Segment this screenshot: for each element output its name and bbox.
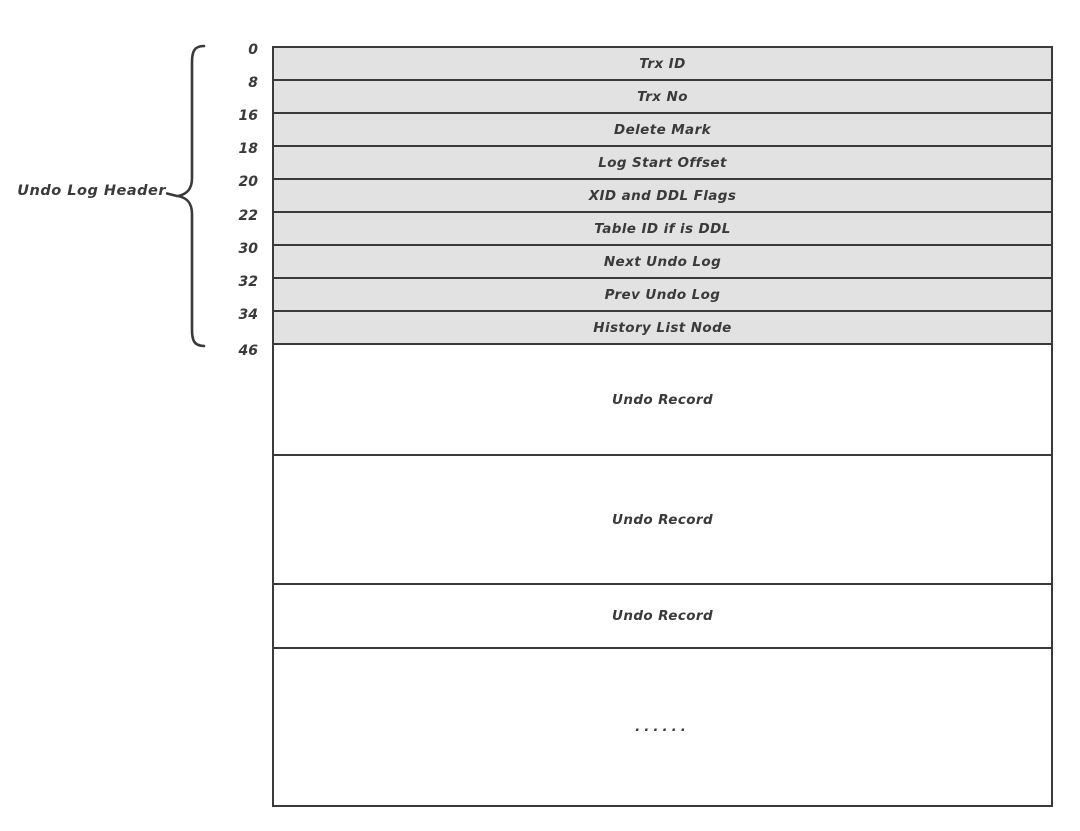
field-row-table-id: Table ID if is DDL bbox=[274, 213, 1051, 246]
offset-label-22: 22 bbox=[238, 208, 258, 224]
offset-label-0: 0 bbox=[248, 42, 258, 58]
curly-brace-icon bbox=[166, 44, 206, 348]
undo-record-row-3: Undo Record bbox=[274, 585, 1051, 649]
field-row-log-start-offset: Log Start Offset bbox=[274, 147, 1051, 180]
ellipsis-row: ...... bbox=[274, 649, 1051, 805]
undo-record-row-2: Undo Record bbox=[274, 456, 1051, 585]
offset-label-16: 16 bbox=[238, 108, 258, 124]
offset-label-30: 30 bbox=[238, 241, 258, 257]
field-row-prev-undo-log: Prev Undo Log bbox=[274, 279, 1051, 312]
field-row-trx-no: Trx No bbox=[274, 81, 1051, 114]
offset-label-20: 20 bbox=[238, 174, 258, 190]
offset-label-8: 8 bbox=[248, 75, 258, 91]
field-row-history-list-node: History List Node bbox=[274, 312, 1051, 345]
undo-log-header-label: Undo Log Header bbox=[17, 183, 166, 199]
offset-label-46: 46 bbox=[238, 343, 258, 359]
offset-label-34: 34 bbox=[238, 307, 258, 323]
undo-log-box: Trx ID Trx No Delete Mark Log Start Offs… bbox=[272, 46, 1053, 807]
offset-label-18: 18 bbox=[238, 141, 258, 157]
field-row-delete-mark: Delete Mark bbox=[274, 114, 1051, 147]
undo-record-row-1: Undo Record bbox=[274, 345, 1051, 456]
field-row-next-undo-log: Next Undo Log bbox=[274, 246, 1051, 279]
offset-label-32: 32 bbox=[238, 274, 258, 290]
field-row-xid-ddl-flags: XID and DDL Flags bbox=[274, 180, 1051, 213]
field-row-trx-id: Trx ID bbox=[274, 48, 1051, 81]
